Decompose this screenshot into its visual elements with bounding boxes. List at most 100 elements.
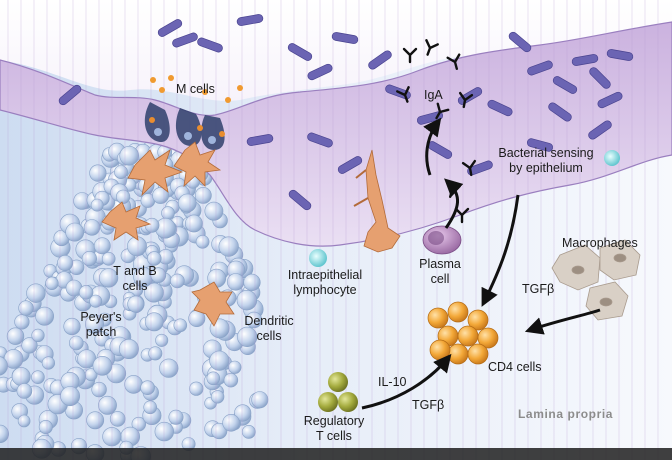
cd4-cell (477, 327, 499, 349)
lymphocyte (222, 413, 240, 432)
regulatory-t-cells (318, 372, 358, 412)
label-peyers-patch: Peyer's patch (80, 310, 122, 339)
lymphocyte (89, 294, 103, 308)
lymphocyte (98, 268, 119, 288)
cd4-cell (429, 339, 451, 361)
antigen-particles (150, 75, 243, 103)
lymphocyte (218, 236, 239, 257)
lymphocyte (170, 273, 185, 289)
dendritic-extension (353, 149, 401, 253)
lymphocyte (131, 416, 147, 432)
lymphocyte (159, 358, 179, 378)
dendritic-cells (101, 141, 235, 327)
lymphocyte (18, 300, 34, 316)
label-tgfb-macrophage: TGFβ (522, 282, 555, 296)
label-iga: IgA (424, 88, 443, 102)
lymphocyte (184, 214, 203, 233)
bacterium (246, 134, 274, 146)
label-bacterial-sensing: Bacterial sensing by epithelium (498, 146, 594, 175)
lymphocyte (144, 217, 160, 233)
lymphocyte (204, 201, 224, 221)
lymphocyte (89, 164, 107, 182)
lymphocyte (209, 350, 230, 371)
bacterium (526, 138, 554, 152)
lymphocyte (152, 187, 170, 204)
lymphocyte (93, 237, 111, 255)
lymphocyte (31, 328, 45, 343)
lymphocyte (86, 411, 105, 430)
lymphocyte (26, 283, 46, 303)
lymphocyte (243, 273, 261, 292)
bacterium (172, 32, 198, 48)
label-intraepithelial-lymphocyte: Intraepithelial lymphocyte (287, 268, 363, 297)
iga-molecule (402, 47, 418, 64)
iga-molecule (425, 39, 439, 56)
lymphocyte (206, 371, 221, 386)
label-cd4-cells: CD4 cells (488, 360, 542, 374)
lymphocyte (35, 306, 55, 326)
bacterium (467, 160, 493, 176)
lymphocyte (161, 206, 175, 220)
lymphocyte (154, 421, 175, 442)
lymphocyte (155, 333, 169, 347)
cd4-cell (467, 343, 489, 365)
lymphocyte (91, 381, 107, 398)
bacterium (571, 54, 599, 66)
lymphocyte (38, 419, 53, 434)
bacterium (337, 156, 363, 174)
cd4-cell (427, 307, 449, 329)
lymphocyte (234, 404, 252, 422)
bacterium (606, 49, 634, 61)
lymphocyte (124, 375, 143, 394)
iga-molecule (396, 86, 410, 103)
lymphocyte (85, 314, 105, 334)
lymphocyte (14, 314, 30, 330)
lymphocyte (60, 386, 81, 407)
lymphocyte (65, 222, 85, 242)
lymphocyte (127, 295, 145, 313)
lymphocyte (101, 251, 116, 266)
bacterium (331, 32, 359, 44)
bacterium (527, 60, 553, 76)
lymphocyte (228, 360, 242, 374)
label-regulatory-t-cells: Regulatory T cells (303, 414, 365, 443)
epithelial-cells (7, 0, 659, 460)
lymphocyte (143, 400, 157, 415)
bacterium (368, 50, 392, 70)
lymphocyte (148, 346, 163, 361)
bacterium (588, 120, 612, 140)
lymphocyte (109, 411, 126, 427)
signal-arrows (361, 117, 601, 410)
lymphocyte (63, 317, 81, 336)
bacterium (157, 19, 183, 37)
lymphocyte (144, 312, 164, 332)
lymphocyte (92, 355, 113, 376)
label-lamina-propria: Lamina propria (518, 407, 614, 421)
iga-molecule (458, 91, 474, 109)
lymphocyte (211, 422, 228, 440)
lymphocyte (69, 335, 84, 351)
lymphocyte (189, 381, 204, 396)
iga-molecule (446, 53, 461, 70)
label-m-cells: M cells (176, 82, 215, 96)
label-dendritic-cells: Dendritic cells (244, 314, 294, 343)
lymphocyte (178, 193, 197, 213)
lymphocyte (114, 165, 128, 179)
intraepithelial-lymphocyte-2 (604, 150, 620, 166)
lymphocyte (194, 186, 212, 204)
lymphocyte (118, 338, 139, 359)
label-plasma-cell: Plasma cell (419, 257, 461, 286)
label-t-and-b-cells: T and B cells (113, 264, 157, 293)
lymphocyte (17, 414, 31, 428)
lymphocyte (57, 255, 74, 272)
lymphocyte (236, 290, 258, 311)
bacterium (597, 91, 623, 109)
bacterium (307, 132, 333, 148)
lymphocyte (81, 251, 97, 267)
lymphocyte (98, 395, 117, 415)
lymphocyte (223, 373, 239, 388)
iga-molecule (435, 102, 450, 120)
lymphocyte (90, 198, 104, 212)
lymphocyte (119, 145, 139, 166)
